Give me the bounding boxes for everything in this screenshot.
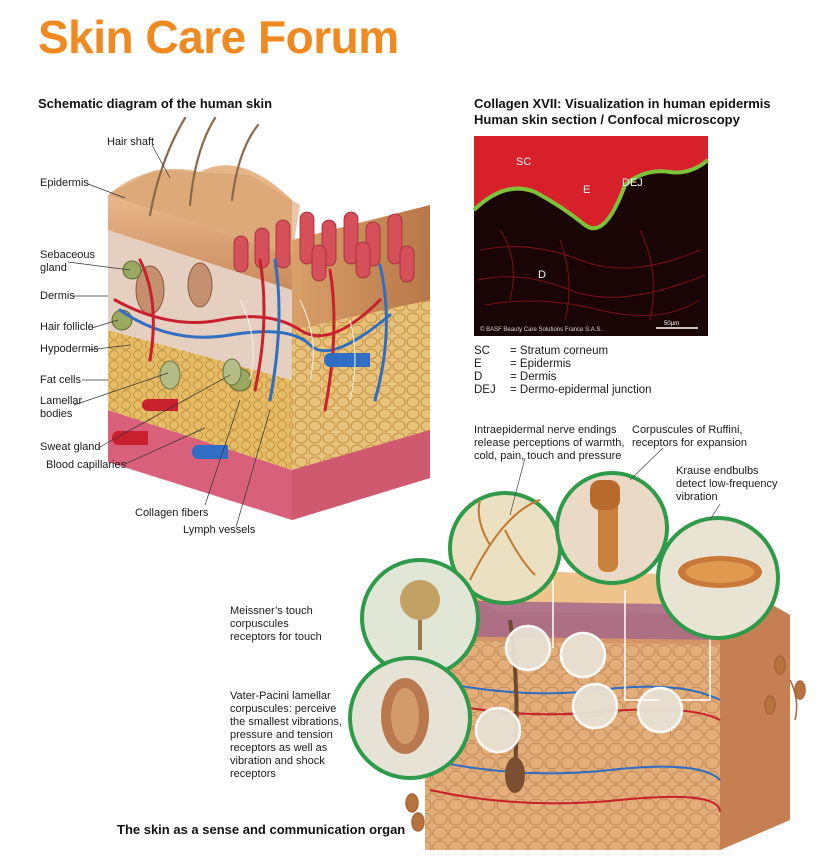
legend-row: D = Dermis	[474, 371, 652, 384]
label-blood-capillaries: Blood capillaries	[46, 459, 127, 471]
label-dermis: Dermis	[40, 290, 75, 302]
legend-key: SC	[474, 345, 490, 357]
legend-value: = Epidermis	[510, 358, 572, 370]
right-heading-line1: Collagen XVII: Visualization in human ep…	[474, 96, 771, 111]
label-hypodermis: Hypodermis	[40, 343, 99, 355]
label-lamellar-2: bodies	[40, 408, 73, 420]
legend-value: = Stratum corneum	[510, 345, 609, 357]
legend-key: E	[474, 358, 482, 370]
label-hair-follicle: Hair follicle	[40, 321, 94, 333]
legend-key: D	[474, 371, 483, 383]
legend-value: = Dermis	[510, 371, 557, 383]
label-epidermis: Epidermis	[40, 177, 89, 189]
label-collagen-fibers: Collagen fibers	[135, 507, 209, 519]
legend-row: DEJ = Dermo-epidermal junction	[474, 384, 652, 397]
legend-key: DEJ	[474, 384, 496, 396]
label-sweat-gland: Sweat gland	[40, 441, 101, 453]
label-lymph-vessels: Lymph vessels	[183, 524, 256, 536]
label-ruffini: Corpuscules of Ruffini, receptors for ex…	[632, 424, 747, 449]
label-lamellar-1: Lamellar	[40, 395, 83, 407]
label-hair-shaft: Hair shaft	[107, 136, 155, 148]
page-title: Skin Care Forum	[38, 11, 399, 63]
legend-row: SC = Stratum corneum	[474, 345, 652, 358]
label-fat-cells: Fat cells	[40, 374, 81, 386]
label-meissner: Meissner’s touch corpuscules receptors f…	[230, 605, 322, 643]
label-pacini: Vater-Pacini lamellar corpuscules: perce…	[230, 690, 342, 780]
legend-row: E = Epidermis	[474, 358, 652, 371]
left-heading: Schematic diagram of the human skin	[38, 96, 273, 111]
label-sebaceous-1: Sebaceous	[40, 249, 96, 261]
label-krause: Krause endbulbs detect low-frequency vib…	[676, 465, 778, 503]
legend-value: = Dermo-epidermal junction	[510, 384, 652, 396]
micro-legend: SC = Stratum corneum E = Epidermis D = Derm…	[474, 345, 652, 397]
label-nerve-endings: Intraepidermal nerve endings release per…	[474, 424, 625, 462]
right-heading-line2: Human skin section / Confocal microscopy	[474, 112, 740, 127]
label-sebaceous-2: gland	[40, 262, 67, 274]
bottom-caption: The skin as a sense and communication or…	[117, 822, 406, 837]
